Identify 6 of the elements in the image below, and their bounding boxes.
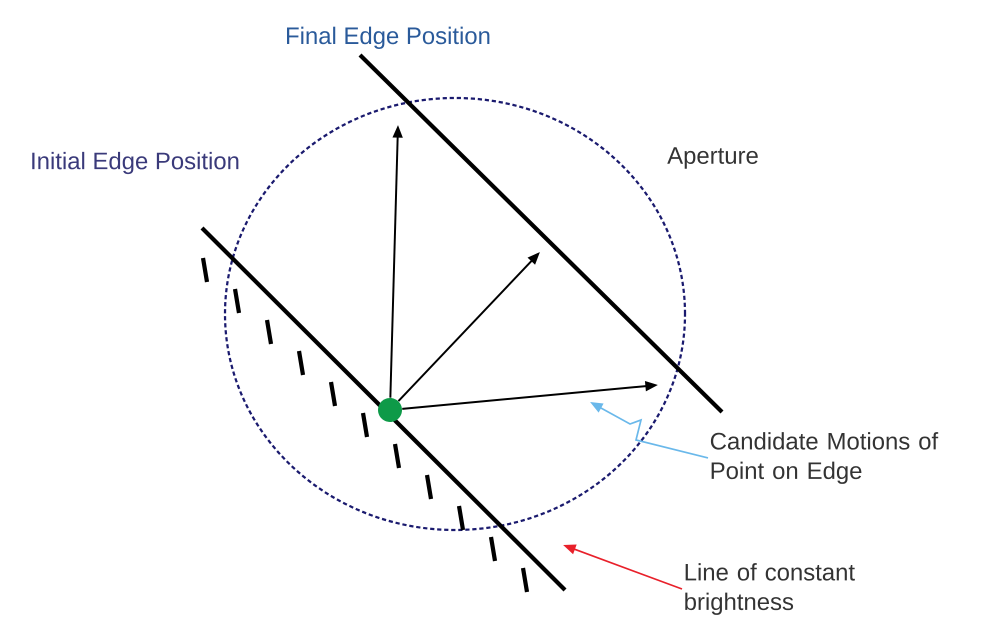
text-label: Aperture <box>667 147 758 169</box>
text-label: Final Edge Position <box>287 26 490 49</box>
callout-text: Line of constant brightness <box>685 563 855 615</box>
text-label: Initial Edge Position <box>32 152 238 174</box>
point-dot <box>378 398 402 422</box>
callout-text: Candidate Motions of Point on Edge <box>710 432 938 484</box>
